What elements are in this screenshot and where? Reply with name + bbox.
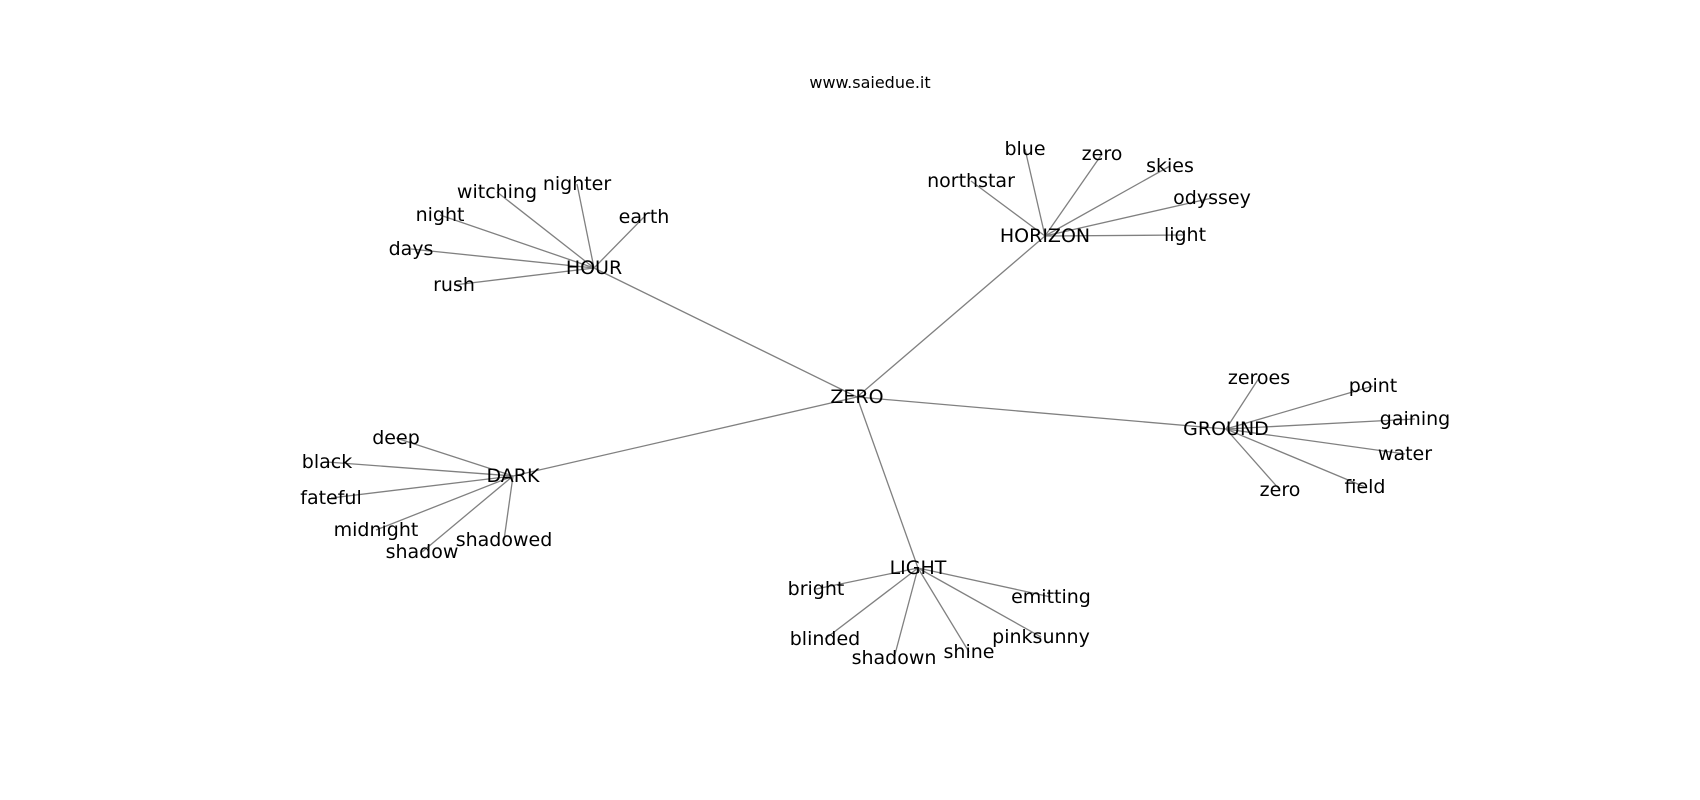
node-leaf-ground-water: water	[1378, 443, 1432, 465]
edge-dark-shadow	[421, 475, 514, 553]
node-leaf-ground-field: field	[1345, 476, 1386, 498]
edges-layer	[326, 148, 1416, 659]
edge-dark-shadowed	[503, 475, 514, 541]
node-leaf-ground-gaining: gaining	[1380, 408, 1450, 430]
edge-ground-zero	[1225, 428, 1281, 491]
node-leaf-hour-days: days	[389, 238, 434, 260]
edge-light-pinksunny	[917, 567, 1042, 638]
edge-hour-days	[410, 248, 595, 269]
edge-hour-rush	[453, 267, 595, 286]
edge-horizon-zero	[1044, 153, 1103, 237]
node-leaf-hour-earth: earth	[619, 206, 670, 228]
node-hub-ground: GROUND	[1183, 418, 1269, 440]
node-leaf-ground-point: point	[1349, 375, 1397, 397]
edge-root-light	[856, 396, 919, 569]
node-leaf-light-pinksunny: pinksunny	[992, 626, 1090, 648]
node-root-zero: ZERO	[830, 386, 883, 408]
node-leaf-light-bright: bright	[788, 578, 845, 600]
edge-ground-zeroes	[1225, 377, 1260, 430]
node-leaf-dark-shadow: shadow	[386, 541, 459, 563]
node-leaf-ground-zero: zero	[1260, 479, 1301, 501]
edge-light-shadown	[893, 567, 919, 659]
edge-light-bright	[815, 567, 919, 590]
node-leaf-hour-witching: witching	[457, 181, 537, 203]
edge-horizon-northstar	[970, 180, 1046, 237]
edge-root-hour	[593, 267, 858, 398]
node-leaf-hour-night: night	[416, 204, 465, 226]
node-leaf-dark-fateful: fateful	[300, 487, 361, 509]
edge-horizon-skies	[1044, 165, 1171, 237]
node-hub-hour: HOUR	[566, 257, 622, 279]
node-leaf-horizon-skies: skies	[1146, 155, 1194, 177]
node-leaf-horizon-odyssey: odyssey	[1173, 187, 1251, 209]
node-leaf-horizon-northstar: northstar	[927, 170, 1015, 192]
node-leaf-light-shine: shine	[944, 641, 995, 663]
node-hub-dark: DARK	[487, 465, 540, 487]
node-hub-light: LIGHT	[890, 557, 947, 579]
node-leaf-light-shadown: shadown	[852, 647, 937, 669]
edge-root-ground	[856, 396, 1227, 430]
nodes-layer: ZERO HOUR witching nighter night earth days rus…	[300, 138, 1450, 669]
node-leaf-light-emitting: emitting	[1011, 586, 1091, 608]
page-title: www.saiedue.it	[809, 73, 930, 92]
edge-light-emitting	[917, 567, 1052, 598]
edge-ground-gaining	[1225, 418, 1416, 430]
edge-horizon-blue	[1024, 148, 1046, 237]
edge-ground-field	[1225, 428, 1366, 488]
node-leaf-dark-deep: deep	[372, 427, 420, 449]
edge-hour-earth	[593, 216, 645, 269]
node-leaf-hour-rush: rush	[433, 274, 475, 296]
node-leaf-hour-nighter: nighter	[543, 173, 612, 195]
edge-horizon-light	[1044, 234, 1186, 237]
node-leaf-horizon-light: light	[1164, 224, 1206, 246]
edge-root-horizon	[856, 235, 1046, 398]
node-leaf-dark-midnight: midnight	[334, 519, 419, 541]
node-leaf-horizon-zero: zero	[1082, 143, 1123, 165]
edge-ground-point	[1225, 385, 1374, 430]
node-leaf-light-blinded: blinded	[790, 628, 860, 650]
node-leaf-dark-black: black	[302, 451, 352, 473]
edge-root-dark	[512, 396, 858, 477]
edge-hour-night	[439, 214, 595, 269]
edge-light-shine	[917, 567, 970, 653]
node-leaf-horizon-blue: blue	[1004, 138, 1045, 160]
edge-dark-fateful	[330, 475, 514, 499]
edge-hour-witching	[496, 191, 595, 269]
edge-dark-deep	[395, 437, 514, 477]
edge-light-blinded	[824, 567, 919, 640]
edge-hour-nighter	[576, 183, 595, 269]
node-leaf-dark-shadowed: shadowed	[456, 529, 553, 551]
node-hub-horizon: HORIZON	[1000, 225, 1090, 247]
edge-dark-black	[326, 461, 514, 477]
edge-ground-water	[1225, 428, 1406, 455]
edge-horizon-odyssey	[1044, 197, 1213, 237]
node-leaf-ground-zeroes: zeroes	[1228, 367, 1290, 389]
edge-dark-midnight	[375, 475, 514, 531]
